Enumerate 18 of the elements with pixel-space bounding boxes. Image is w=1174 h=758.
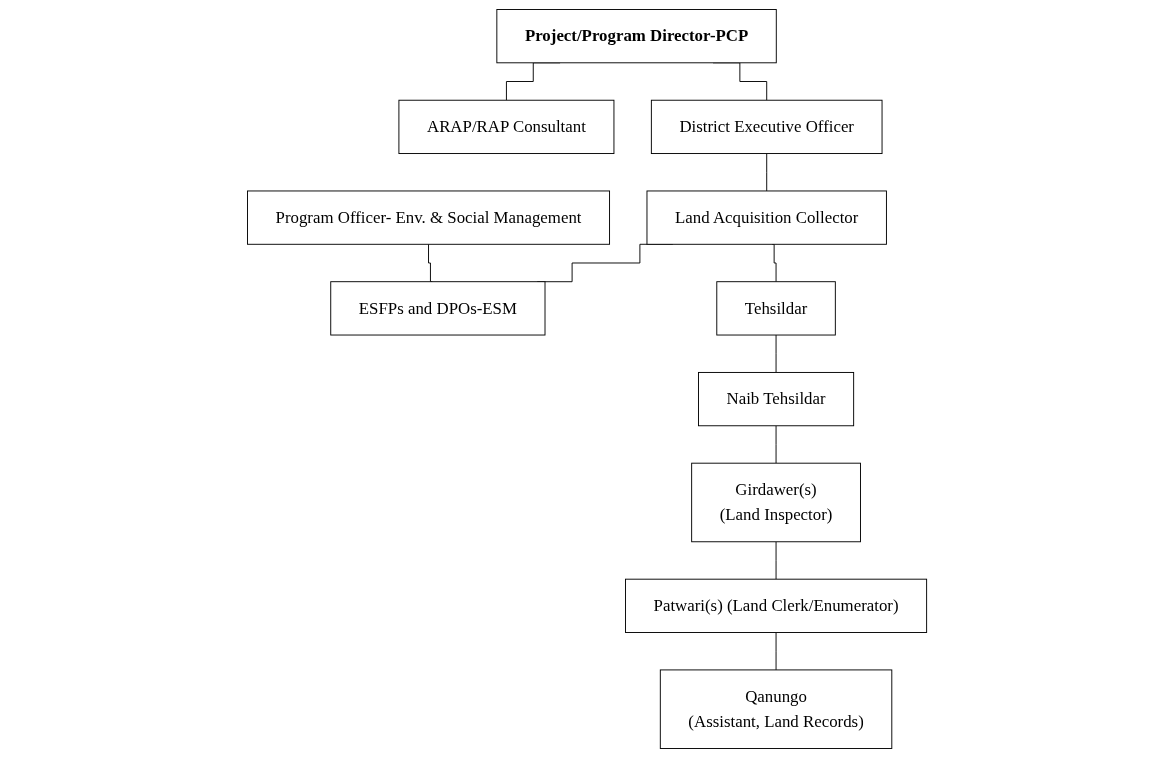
- connector: [766, 153, 768, 192]
- node-box: Naib Tehsildar: [697, 371, 855, 427]
- node-box: Tehsildar: [716, 281, 836, 336]
- connector: [775, 632, 777, 671]
- node-box: Patwari(s) (Land Clerk/Enumerator): [624, 578, 928, 633]
- node-box: District Executive Officer: [650, 99, 883, 154]
- node-box: Qanungo (Assistant, Land Records): [659, 669, 893, 749]
- node-box: ARAP/RAP Consultant: [398, 99, 615, 154]
- connector: [771, 243, 777, 283]
- connector: [775, 541, 777, 580]
- connector: [428, 243, 433, 283]
- node-box: Land Acquisition Collector: [646, 190, 887, 245]
- connector: [775, 425, 777, 464]
- node-box: ESFPs and DPOs-ESM: [330, 281, 546, 336]
- node-box: Girdawer(s) (Land Inspector): [691, 462, 861, 543]
- node-box: Project/Program Director-PCP: [496, 9, 777, 64]
- node-box: Program Officer- Env. & Social Management: [246, 190, 610, 245]
- connector: [775, 334, 777, 373]
